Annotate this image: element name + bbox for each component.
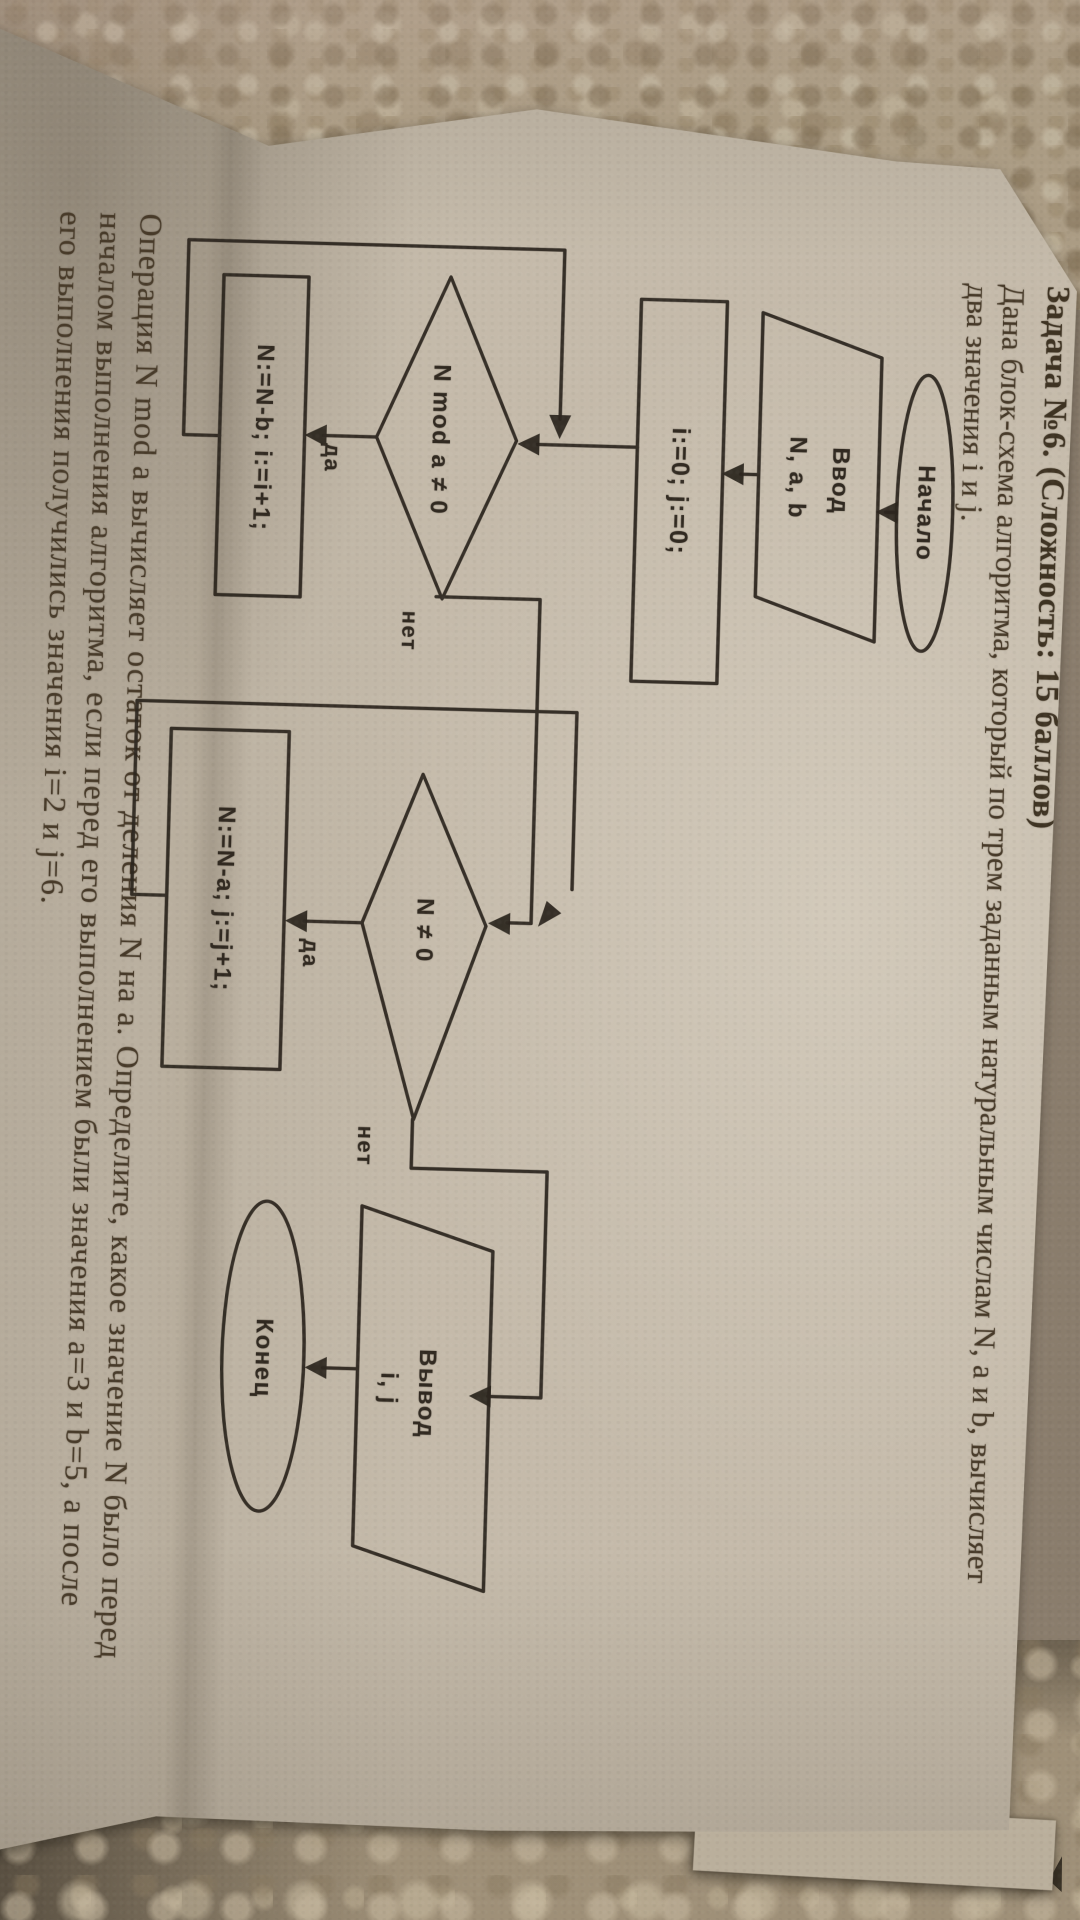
edge-cond1-no [427, 597, 540, 924]
init-label: i:=0; j:=0; [663, 427, 695, 556]
edge-init-cond1 [537, 444, 637, 447]
input-label-line2: N, a, b [782, 436, 812, 520]
edge-cond2-yes [304, 921, 361, 923]
edge-loop2-return [132, 700, 577, 906]
edge-output-end [323, 1368, 356, 1369]
no-label-2: нет [352, 1125, 379, 1167]
cond2-label: N ≠ 0 [409, 897, 439, 964]
start-label: Начало [910, 464, 940, 562]
arrowhead [549, 415, 572, 440]
input-parallelogram [754, 313, 883, 642]
yes-label-1: да [319, 442, 346, 473]
loop2-box [162, 728, 289, 1069]
arrowhead [285, 910, 308, 933]
end-oval [218, 1200, 309, 1512]
arrowhead [517, 433, 540, 456]
yes-label-2: да [297, 938, 324, 969]
edge-cond2-no [405, 1119, 549, 1398]
edge-loop1-return [184, 240, 565, 445]
cond1-label: N mod a ≠ 0 [424, 363, 456, 516]
arrowhead [538, 901, 562, 928]
loop1-body-label: N:=N-b; i:=i+1; [246, 343, 280, 532]
arrowhead [469, 1385, 492, 1408]
output-label-line1: Вывод [411, 1348, 442, 1439]
arrowhead [875, 501, 898, 524]
edge-cond1-yes [324, 435, 376, 436]
arrowhead [304, 1356, 327, 1379]
input-label-line1: Ввод [825, 446, 855, 515]
output-parallelogram [351, 1206, 494, 1592]
end-label: Конец [248, 1318, 278, 1399]
arrowhead [721, 463, 744, 486]
no-label-1: нет [396, 610, 423, 652]
init-box [631, 299, 728, 683]
loop1-box [215, 275, 309, 597]
loop2-body-label: N:=N-a; j:=j+1; [208, 805, 241, 993]
output-label-line2: i, j [374, 1371, 403, 1406]
arrowhead [488, 912, 511, 935]
arrowhead [304, 424, 327, 447]
